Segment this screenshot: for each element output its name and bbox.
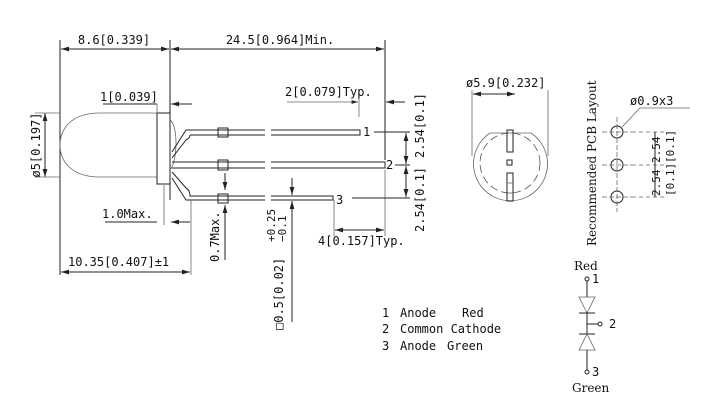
legend-row-3: 3 Anode Green: [382, 339, 483, 353]
pin1-terminal: [584, 276, 590, 282]
led-dome: [59, 112, 101, 178]
svg-text:Red: Red: [462, 306, 484, 320]
pin2-terminal: [597, 321, 603, 327]
lead-3-end: [506, 172, 514, 202]
pin-label-3: 3: [336, 193, 343, 207]
pin-legend: 1 Anode Red 2 Common Cathode 3 Anode Gre…: [382, 306, 501, 353]
pcb-layout: Recommended PCB Layout ø0.9x3 2.54 2.54 …: [585, 80, 690, 246]
schematic-pin1: 1: [592, 272, 599, 286]
flange-curve: [169, 119, 177, 171]
dim-diameter: ø5[0.197]: [29, 112, 43, 177]
svg-text:2: 2: [382, 322, 389, 336]
dim-lead-tol-plus: +0.25: [265, 209, 278, 242]
dim-lead-length: 24.5[0.964]Min.: [226, 33, 334, 47]
red-diode-icon: [578, 296, 596, 314]
schematic-red-label: Red: [574, 259, 598, 273]
dim-pitch-bottom: 2.54[0.1]: [413, 167, 427, 232]
hole-spec: ø0.9x3: [630, 94, 673, 108]
lead-2: [172, 159, 386, 171]
pin-label-1: 1: [363, 125, 370, 139]
pcb-pitch-mm-top: 2.54: [650, 136, 663, 163]
dim-overall: 10.35[0.407]±1: [68, 255, 169, 269]
lead-3: [171, 171, 334, 204]
side-view: 8.6[0.339] 24.5[0.964]Min. 1 2 3: [29, 33, 427, 330]
lead-1-end: [506, 129, 514, 153]
svg-text:3: 3: [382, 339, 389, 353]
dim-body-length: 8.6[0.339]: [78, 33, 150, 47]
dim-flange-diameter: ø5.9[0.232]: [466, 76, 545, 90]
svg-text:Green: Green: [447, 339, 483, 353]
schematic-green-label: Green: [572, 381, 610, 395]
dim-flange-max: 1.0Max.: [102, 207, 153, 221]
pcb-holes: [602, 117, 665, 212]
svg-text:1: 1: [382, 306, 389, 320]
pin-label-2: 2: [386, 158, 393, 172]
dim-lead-bend: 2[0.079]Typ.: [285, 85, 372, 99]
schematic: Red Green 1 2 3: [572, 259, 616, 395]
pin3-terminal: [584, 369, 590, 375]
legend-row-1: 1 Anode Red: [382, 306, 484, 320]
lead-2-end: [506, 159, 513, 166]
dim-flange: 1[0.039]: [100, 90, 158, 104]
leader-line: [621, 107, 641, 128]
pcb-pitch-in-bottom: [0.1]: [664, 163, 677, 196]
dim-lead-tol-minus: −0.1: [276, 216, 289, 243]
svg-text:Anode: Anode: [400, 306, 436, 320]
green-diode-icon: [578, 333, 596, 351]
body-outline-dashed: [479, 132, 541, 194]
legend-row-2: 2 Common Cathode: [382, 322, 501, 336]
schematic-pin3: 3: [592, 365, 599, 379]
pcb-pitch-mm-bottom: 2.54: [650, 169, 663, 196]
dim-standoff: 0.7Max.: [208, 211, 222, 262]
led-flange: [156, 112, 171, 185]
dim-lead-square: □0.5[0.02]: [272, 258, 286, 330]
front-view: ø5.9[0.232]: [466, 76, 549, 202]
svg-text:Anode: Anode: [400, 339, 436, 353]
pcb-pitch-in-top: [0.1]: [664, 130, 677, 163]
flange-outline: [473, 132, 548, 202]
dim-pitch-top: 2.54[0.1]: [413, 93, 427, 158]
svg-text:Common Cathode: Common Cathode: [400, 322, 501, 336]
schematic-pin2: 2: [609, 317, 616, 331]
dim-lead-end: 4[0.157]Typ.: [318, 234, 405, 248]
lead-1: [171, 127, 361, 159]
pcb-layout-title: Recommended PCB Layout: [585, 80, 599, 246]
